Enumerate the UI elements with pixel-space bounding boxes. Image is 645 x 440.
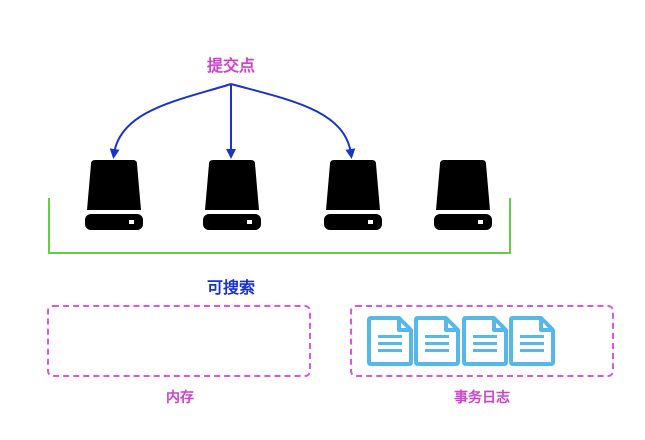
memory-label: 内存 [166, 390, 194, 406]
document-icon [414, 316, 460, 366]
commit-point-label: 提交点 [206, 56, 256, 75]
document-icon [367, 316, 413, 366]
arrow-to-disk-3 [230, 83, 356, 159]
document-icon [462, 316, 508, 366]
searchable-bracket [48, 198, 511, 254]
arrow-to-disk-1 [109, 83, 232, 159]
hard-drive-icon [85, 160, 143, 232]
transaction-log-box [350, 305, 614, 377]
hard-drive-icon [203, 160, 261, 232]
hard-drive-icon [434, 160, 492, 232]
searchable-label: 可搜索 [206, 278, 256, 297]
memory-buffer-box [47, 305, 311, 377]
document-icon [509, 316, 555, 366]
hard-drive-icon [324, 160, 382, 232]
transaction-log-label: 事务日志 [454, 390, 510, 406]
